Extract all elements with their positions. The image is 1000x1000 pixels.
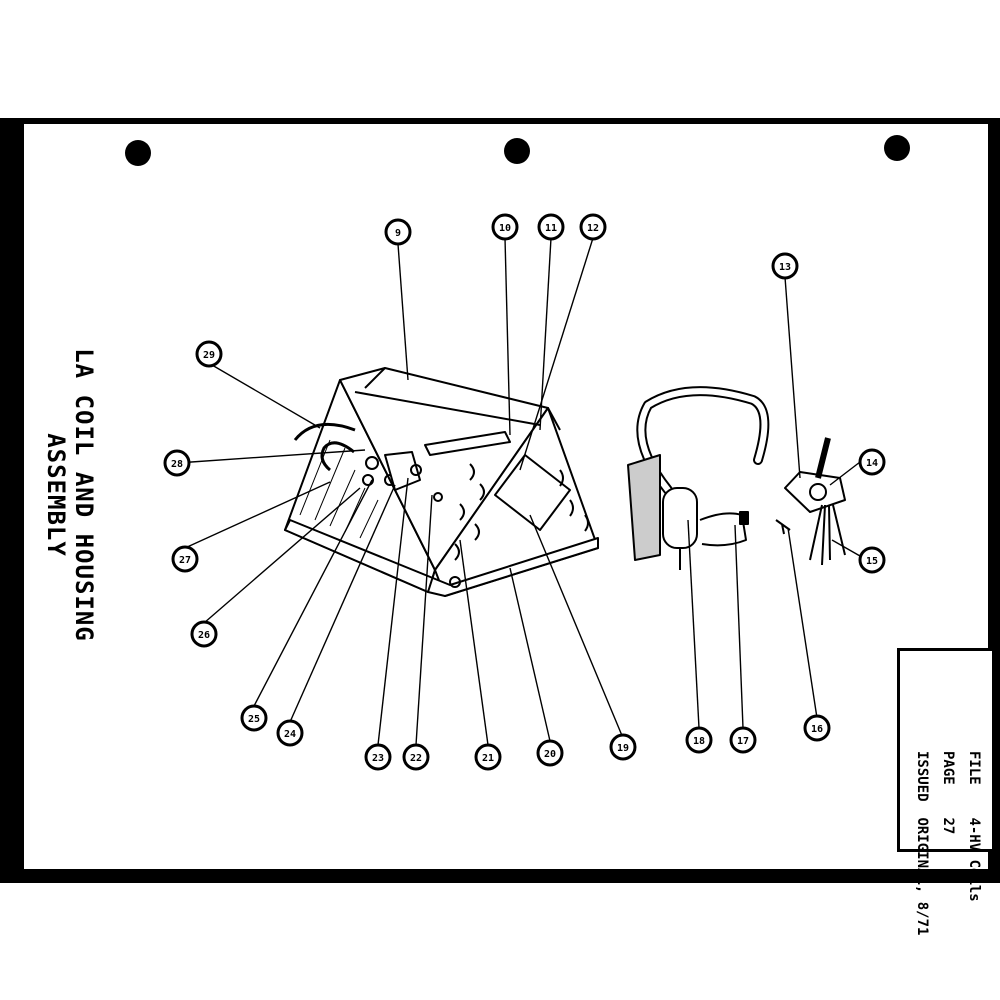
svg-text:11: 11 xyxy=(545,223,557,234)
binder-hole-middle xyxy=(504,138,530,164)
callout-21: 21 xyxy=(474,743,502,771)
leader-lines xyxy=(176,237,861,746)
svg-text:20: 20 xyxy=(544,749,556,760)
svg-text:14: 14 xyxy=(866,458,878,469)
svg-text:13: 13 xyxy=(779,262,791,273)
svg-text:21: 21 xyxy=(482,753,494,764)
callout-22: 22 xyxy=(402,743,430,771)
callout-20: 20 xyxy=(536,739,564,767)
svg-text:22: 22 xyxy=(410,753,422,764)
svg-text:28: 28 xyxy=(171,459,183,470)
svg-text:16: 16 xyxy=(811,724,823,735)
svg-text:18: 18 xyxy=(693,736,705,747)
callout-15: 15 xyxy=(858,546,886,574)
callout-25: 25 xyxy=(240,704,268,732)
callout-13: 13 xyxy=(771,252,799,280)
accumulator-drawing xyxy=(627,386,791,570)
svg-text:17: 17 xyxy=(737,736,749,747)
file-info-box: FILE 4-HV Coils PAGE 27 ISSUED ORIGINAL,… xyxy=(897,648,995,935)
callout-17: 17 xyxy=(729,726,757,754)
svg-text:29: 29 xyxy=(203,350,215,361)
callout-9: 9 xyxy=(384,218,412,246)
svg-text:15: 15 xyxy=(866,556,878,567)
callout-16: 16 xyxy=(803,714,831,742)
svg-text:26: 26 xyxy=(198,630,210,641)
svg-text:10: 10 xyxy=(499,223,511,234)
binder-hole-right xyxy=(884,135,910,161)
binder-hole-left xyxy=(125,140,151,166)
svg-text:9: 9 xyxy=(395,228,401,239)
callout-12: 12 xyxy=(579,213,607,241)
svg-text:19: 19 xyxy=(617,743,629,754)
callout-24: 24 xyxy=(276,719,304,747)
svg-text:24: 24 xyxy=(284,729,296,740)
callout-27: 27 xyxy=(171,545,199,573)
svg-text:27: 27 xyxy=(179,555,191,566)
callout-28: 28 xyxy=(163,449,191,477)
callout-14: 14 xyxy=(858,448,886,476)
callout-10: 10 xyxy=(491,213,519,241)
valve-assembly-drawing xyxy=(784,437,846,566)
callout-11: 11 xyxy=(537,213,565,241)
callout-balloons: 9 10 11 12 13 14 15 16 17 18 19 20 21 22… xyxy=(163,213,886,771)
svg-text:12: 12 xyxy=(587,223,599,234)
coil-housing-drawing xyxy=(284,367,599,597)
callout-18: 18 xyxy=(685,726,713,754)
svg-text:25: 25 xyxy=(248,714,260,725)
svg-text:23: 23 xyxy=(372,753,384,764)
callout-26: 26 xyxy=(190,620,218,648)
callout-19: 19 xyxy=(609,733,637,761)
callout-29: 29 xyxy=(195,340,223,368)
callout-23: 23 xyxy=(364,743,392,771)
